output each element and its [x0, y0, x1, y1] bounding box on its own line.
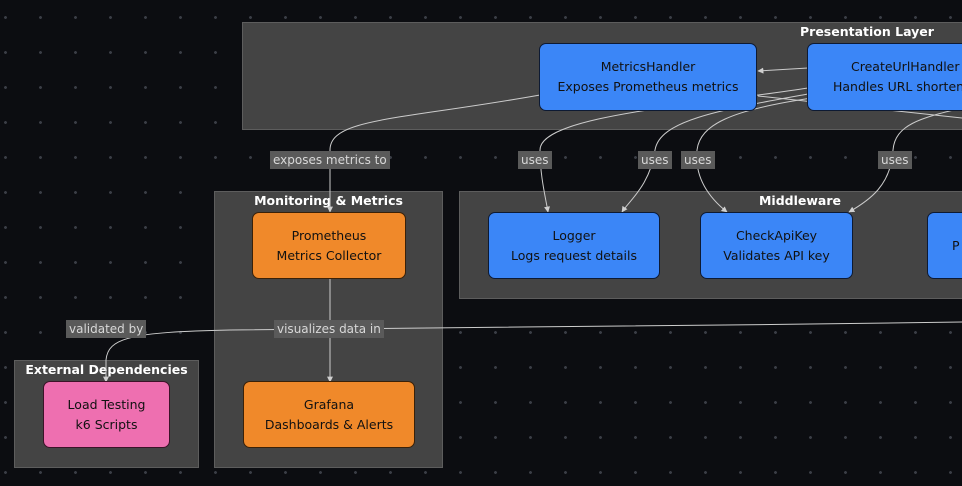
prometheus-name: Prometheus: [291, 227, 367, 243]
edge-label-uses-1: uses: [518, 151, 552, 169]
edge-label-exposes-metrics: exposes metrics to: [270, 151, 390, 169]
grafana-node[interactable]: Grafana Dashboards & Alerts: [243, 381, 415, 448]
monitoring-group-title: Monitoring & Metrics: [254, 193, 403, 208]
create-url-handler-node[interactable]: CreateUrlHandler Handles URL shortening: [807, 43, 962, 111]
grafana-desc: Dashboards & Alerts: [264, 416, 394, 432]
partial-middleware-node[interactable]: P: [927, 212, 962, 279]
check-api-key-desc: Validates API key: [723, 247, 830, 263]
edge-label-validated-by: validated by: [66, 320, 147, 338]
edge-to-load-testing: [103, 321, 962, 383]
partial-middleware-name: P: [952, 237, 960, 253]
presentation-layer-title: Presentation Layer: [800, 24, 934, 39]
load-testing-node[interactable]: Load Testing k6 Scripts: [43, 381, 170, 448]
create-url-handler-desc: Handles URL shortening: [833, 79, 962, 94]
edge-create-to-checkapikey-2: [848, 107, 962, 213]
create-url-handler-name: CreateUrlHandler: [851, 59, 960, 74]
metrics-handler-name: MetricsHandler: [600, 59, 696, 74]
edge-metrics-to-prometheus: [327, 94, 541, 213]
prometheus-node[interactable]: Prometheus Metrics Collector: [252, 212, 406, 279]
edge-create-to-metrics: [757, 67, 809, 74]
metrics-handler-desc: Exposes Prometheus metrics: [557, 79, 739, 94]
edge-label-uses-4: uses: [878, 151, 912, 169]
edge-label-uses-2: uses: [638, 151, 672, 169]
logger-name: Logger: [552, 227, 596, 243]
edge-label-visualizes: visualizes data in: [274, 320, 384, 338]
edge-create-to-checkapikey: [696, 97, 813, 213]
logger-node[interactable]: Logger Logs request details: [488, 212, 660, 279]
logger-desc: Logs request details: [511, 247, 637, 263]
check-api-key-node[interactable]: CheckApiKey Validates API key: [700, 212, 853, 279]
check-api-key-name: CheckApiKey: [735, 227, 818, 243]
metrics-handler-node[interactable]: MetricsHandler Exposes Prometheus metric…: [539, 43, 757, 111]
grafana-name: Grafana: [303, 396, 355, 412]
load-testing-desc: k6 Scripts: [75, 416, 138, 432]
middleware-group-title: Middleware: [758, 193, 841, 208]
load-testing-name: Load Testing: [67, 396, 146, 412]
prometheus-desc: Metrics Collector: [276, 247, 382, 263]
edge-label-uses-3: uses: [681, 151, 715, 169]
